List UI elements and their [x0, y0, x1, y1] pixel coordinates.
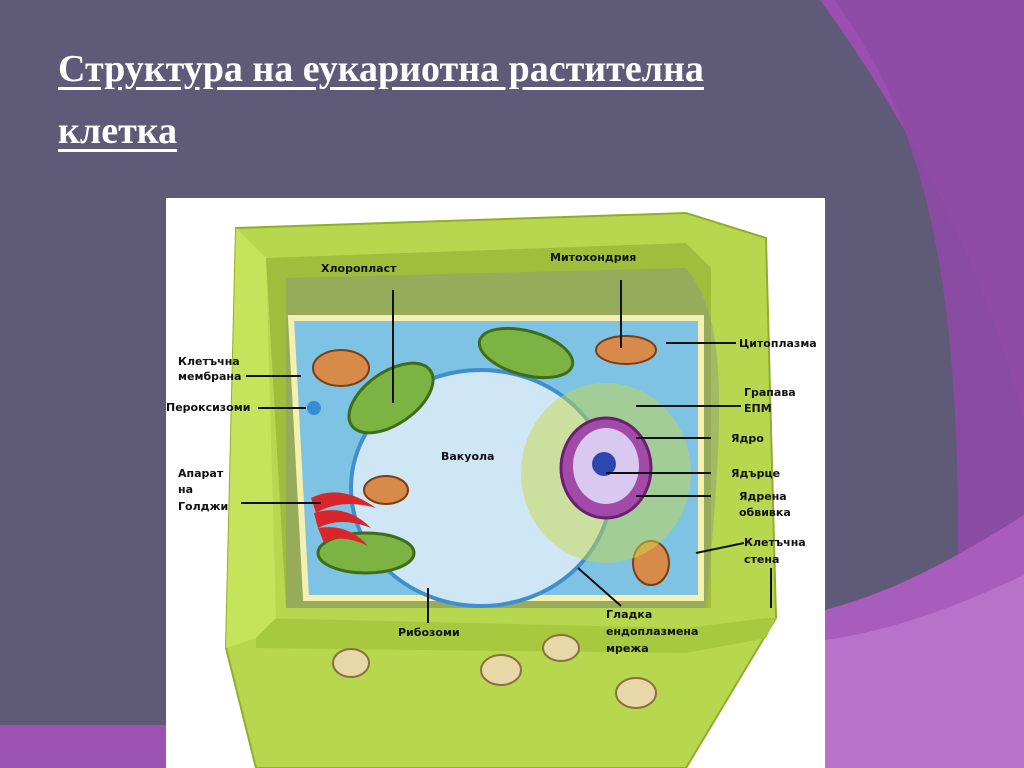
- label-nuclear-envelope-line2: обвивка: [739, 506, 791, 519]
- label-ribosomes: Рибозоми: [398, 626, 460, 639]
- label-cell-membrane-line1: Клетъчна: [178, 355, 240, 368]
- label-cytoplasm: Цитоплазма: [739, 337, 817, 350]
- title-line-1: Структура на еукариотна растителна: [58, 48, 704, 90]
- label-cell-membrane-line2: мембрана: [178, 370, 241, 383]
- label-golgi-line3: Голджи: [178, 500, 228, 513]
- label-cell-wall-line1: Клетъчна: [744, 536, 806, 549]
- label-smooth-er-line3: мрежа: [606, 642, 649, 655]
- label-golgi-line1: Апарат: [178, 467, 224, 480]
- label-nucleolus: Ядърце: [731, 467, 780, 480]
- label-peroxisomes: Пероксизоми: [166, 401, 250, 414]
- label-mitochondria: Митохондрия: [550, 251, 636, 264]
- peroxisome-shape: [307, 401, 321, 415]
- label-cell-wall-line2: стена: [744, 553, 779, 566]
- label-rough-er-line1: Грапава: [744, 386, 796, 399]
- label-nucleus: Ядро: [731, 432, 764, 445]
- label-golgi-line2: на: [178, 483, 193, 496]
- label-smooth-er-line2: ендоплазмена: [606, 625, 698, 638]
- leader-lines: [241, 280, 772, 623]
- plant-cell-diagram: Хлоропласт Митохондрия Цитоплазма Клетъч…: [166, 198, 825, 768]
- mitochondria: [312, 335, 670, 586]
- title-line-2: клетка: [58, 110, 178, 152]
- chloroplasts: [316, 326, 575, 575]
- plasmodesmata: [332, 634, 657, 709]
- label-chloroplast: Хлоропласт: [321, 262, 397, 275]
- label-smooth-er-line1: Гладка: [606, 608, 652, 621]
- label-vacuole: Вакуола: [441, 450, 494, 463]
- slide-title: Структура на еукариотна растителна клетк…: [58, 38, 818, 162]
- label-rough-er-line2: ЕПМ: [744, 402, 772, 415]
- golgi-apparatus: [311, 492, 376, 546]
- label-nuclear-envelope-line1: Ядрена: [739, 490, 787, 503]
